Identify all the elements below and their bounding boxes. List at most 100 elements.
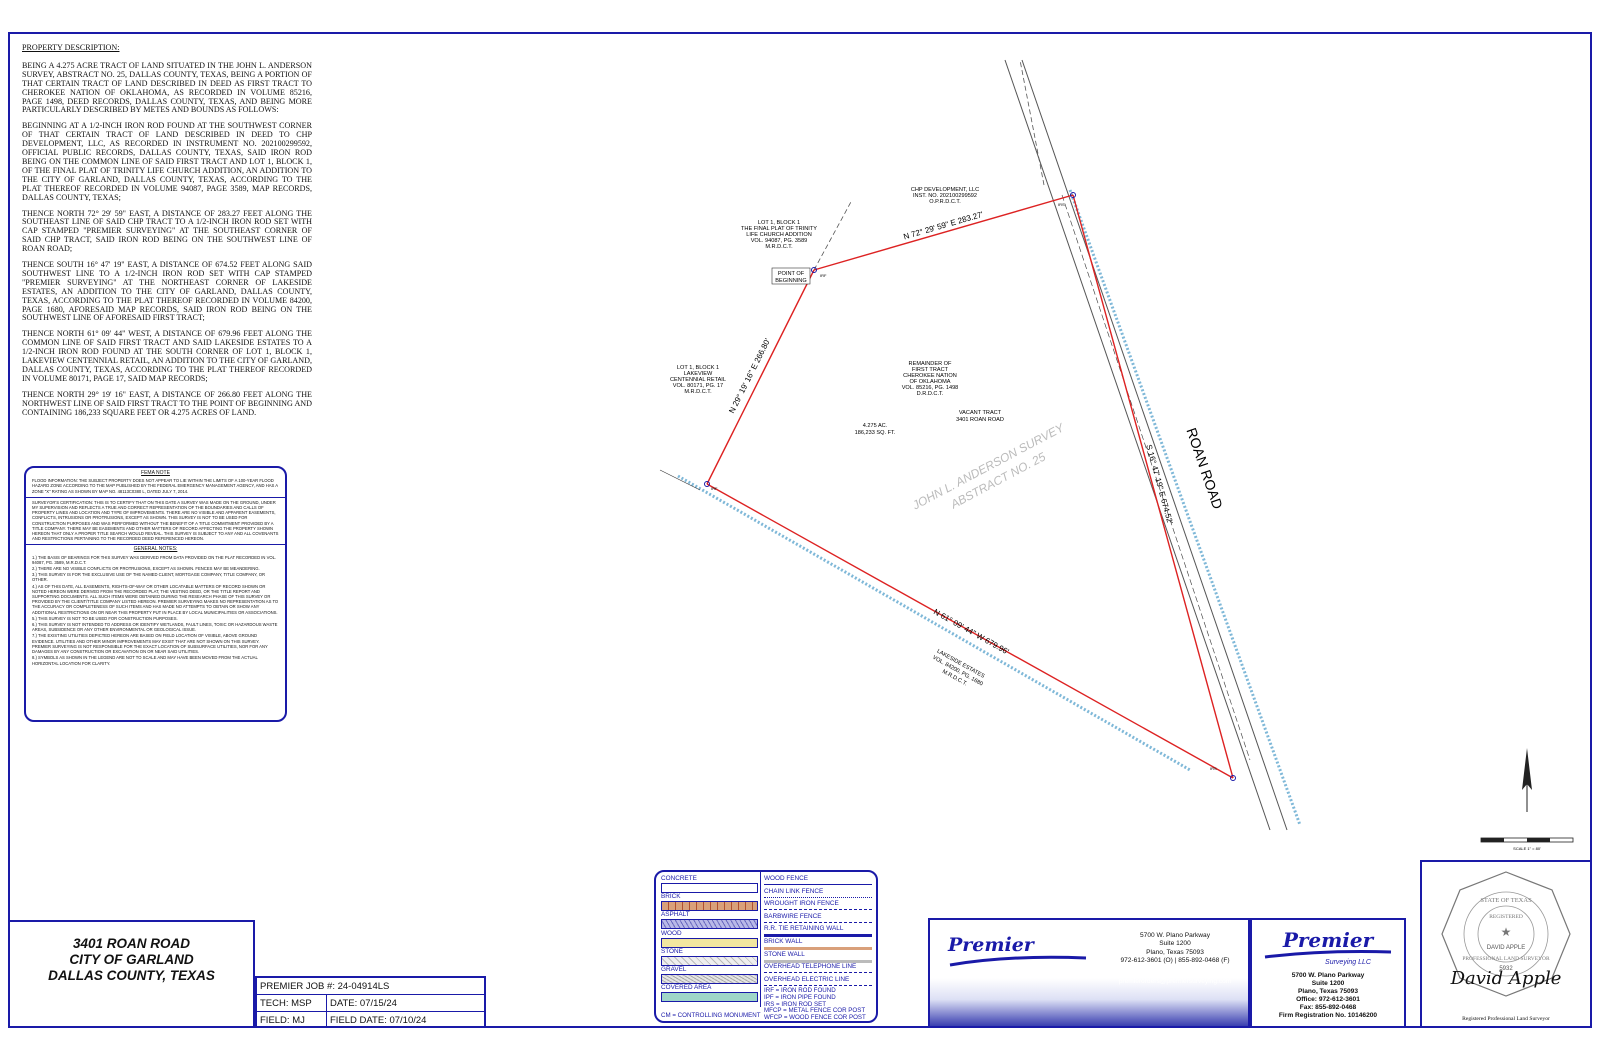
legend-abbreviation: IRS = IRON ROD SET	[764, 1000, 827, 1008]
surveyor-seal-block: STATE OF TEXAS REGISTERED ★ DAVID APPLE …	[1420, 860, 1592, 1028]
chp-line: CHP DEVELOPMENT, LLC	[911, 187, 979, 193]
sheet-border	[8, 32, 1592, 1028]
brick-swatch	[661, 901, 758, 912]
legend-label: OVERHEAD TELEPHONE LINE	[764, 963, 857, 971]
legend-label: CHAIN LINK FENCE	[764, 887, 824, 895]
road-name: ROAN ROAD	[1183, 426, 1226, 511]
legend-rr-tie: R.R. TIE RETAINING WALL	[764, 925, 874, 938]
company-logo: Premier Surveying LLC	[948, 934, 1088, 977]
gravel-swatch	[661, 973, 758, 984]
legend-wood: WOOD	[661, 930, 758, 948]
remainder-line: CHEROKEE NATION	[903, 373, 957, 379]
legend-brick-wall: BRICK WALL	[764, 938, 874, 951]
address-line: 5700 W. Plano Parkway	[1139, 932, 1210, 939]
surveyor-signature: David Apple	[1450, 968, 1562, 989]
legend-line-sample	[764, 934, 872, 938]
area-sqft: 186,233 SQ. FT.	[855, 430, 896, 436]
covered-swatch	[661, 992, 758, 1003]
description-paragraph: THENCE SOUTH 16° 47' 19" EAST, A DISTANC…	[22, 260, 312, 323]
legend-abbreviation: IRF = IRON ROD FOUND	[764, 987, 836, 995]
legend-box: CONCRETE BRICK ASPHALT WOOD STONE GRAVEL…	[654, 870, 878, 1023]
description-heading: PROPERTY DESCRIPTION:	[22, 43, 120, 52]
remainder-line: REMAINDER OF	[909, 361, 952, 367]
legend-line-sample	[764, 946, 872, 950]
description-paragraph: BEGINNING AT A 1/2-INCH IRON ROD FOUND A…	[22, 121, 312, 202]
legend-divider	[760, 872, 761, 1007]
address-line: 5700 W. Plano Parkway	[1291, 972, 1365, 979]
address-line: CITY OF GARLAND	[69, 952, 194, 967]
roan-road	[1004, 59, 1302, 831]
asphalt-swatch	[661, 919, 758, 930]
road-edge-line	[1004, 59, 1271, 831]
job-row: PREMIER JOB #: 24-04914LS	[257, 978, 484, 995]
legend-wrought-iron: WROUGHT IRON FENCE	[764, 900, 874, 913]
legend-label: WOOD FENCE	[764, 875, 809, 882]
adjoiner-line	[813, 199, 853, 271]
legend-label: WROUGHT IRON FENCE	[764, 900, 839, 908]
legend-stone: STONE	[661, 948, 758, 966]
company-email[interactable]: premierorders@premiersurveying.com	[1118, 978, 1232, 986]
legend-materials: CONCRETE BRICK ASPHALT WOOD STONE GRAVEL…	[661, 875, 758, 1003]
stone-swatch	[661, 955, 758, 966]
seal-name: DAVID APPLE	[1487, 945, 1526, 951]
remainder-line: VOL. 85216, PG. 1498	[902, 385, 959, 391]
logo-subtitle: Surveying LLC	[984, 968, 1037, 977]
address-line: Fax: 855-892-0468	[1299, 1004, 1357, 1011]
trinity-label: LOT 1, BLOCK 1 THE FINAL PLAT OF TRINITY…	[741, 220, 817, 250]
address-line: Plano, Texas 75093	[1298, 988, 1358, 995]
fence-line	[1061, 194, 1251, 761]
boundary-line-north	[813, 194, 1074, 271]
legend-line-sample	[764, 909, 872, 911]
wood-swatch	[661, 937, 758, 948]
address-line: Office: 972-612-3601	[1296, 996, 1360, 1003]
legend-label: BRICK	[661, 893, 681, 901]
corner-callout: IRF	[711, 486, 718, 491]
legend-line-sample	[764, 984, 872, 986]
legend-cm-note: CM = CONTROLLING MONUMENT	[661, 1012, 761, 1019]
company-address: 5700 W. Plano Parkway Suite 1200 Plano, …	[1252, 972, 1404, 1020]
vacant-line: 3401 ROAN ROAD	[956, 417, 1004, 423]
legend-label: STONE	[661, 947, 683, 955]
legend-label: R.R. TIE RETAINING WALL	[764, 925, 844, 933]
road-edge-line	[1021, 59, 1288, 831]
swoosh-path	[1264, 950, 1392, 959]
concrete-swatch	[661, 883, 758, 893]
remainder-line: D.R.D.C.T.	[917, 391, 944, 397]
legend-brick: BRICK	[661, 893, 758, 912]
legend-barbwire: BARBWIRE FENCE	[764, 913, 874, 926]
field-crew: FIELD: MJ	[257, 1012, 327, 1028]
pob-label: BEGINNING	[775, 278, 806, 284]
fema-note-title: FEMA NOTE	[141, 470, 170, 476]
lakeview-label: LOT 1, BLOCK 1 LAKEVIEW CENTENNIAL RETAI…	[670, 365, 726, 395]
company-website[interactable]: www.premiersurveying.com	[1134, 969, 1216, 977]
seal-number: 5932	[1499, 966, 1513, 972]
chp-label: CHP DEVELOPMENT, LLC INST. NO. 202100299…	[911, 187, 979, 205]
legend-wood-fence: WOOD FENCE	[764, 875, 874, 888]
description-paragraph: THENCE NORTH 61° 09' 44" WEST, A DISTANC…	[22, 329, 312, 383]
address-line: 972-612-3601 (O) | 855-892-0468 (F)	[1120, 957, 1230, 965]
logo-subtitle: Surveying LLC	[1325, 959, 1371, 966]
job-info-table: PREMIER JOB #: 24-04914LS TECH: MSP DATE…	[255, 976, 486, 1028]
address-line: 3401 ROAN ROAD	[72, 936, 191, 951]
general-note: 3.) THIS SURVEY IS FOR THE EXCLUSIVE USE…	[32, 572, 265, 583]
swoosh-path	[949, 955, 1087, 967]
north-arrow-head	[1522, 748, 1532, 790]
chp-line: O.P.R.D.C.T.	[929, 199, 961, 205]
adjoiner-line	[1019, 59, 1045, 186]
scale-label: SCALE 1" = 80'	[1513, 846, 1541, 851]
company-address: 5700 W. Plano Parkway Suite 1200 Plano, …	[1100, 932, 1250, 986]
general-note: 5.) THIS SURVEY IS NOT TO BE USED FOR CO…	[32, 615, 178, 621]
scale-bar-segment	[1527, 838, 1550, 842]
general-note: 4.) AS OF THIS DATE, ALL EASEMENTS, RIGH…	[32, 583, 279, 615]
seal-caption: Registered Professional Land Surveyor	[1462, 1016, 1550, 1022]
legend-chain-link: CHAIN LINK FENCE	[764, 888, 874, 901]
company-block-secondary: Premier Surveying LLC 5700 W. Plano Park…	[1250, 918, 1406, 1028]
legend-label: BARBWIRE FENCE	[764, 912, 822, 920]
bearing-west: N 29° 19' 16" E 266.80'	[727, 337, 772, 415]
trinity-line: LIFE CHURCH ADDITION	[746, 232, 812, 238]
bearing-north: N 72° 29' 59" E 283.27'	[902, 210, 984, 242]
job-row: FIELD: MJ FIELD DATE: 07/10/24	[257, 1012, 484, 1028]
address-line: Firm Registration No. 10146200	[1278, 1012, 1378, 1019]
notes-divider	[26, 544, 285, 546]
legend-label: STONE WALL	[764, 950, 805, 958]
